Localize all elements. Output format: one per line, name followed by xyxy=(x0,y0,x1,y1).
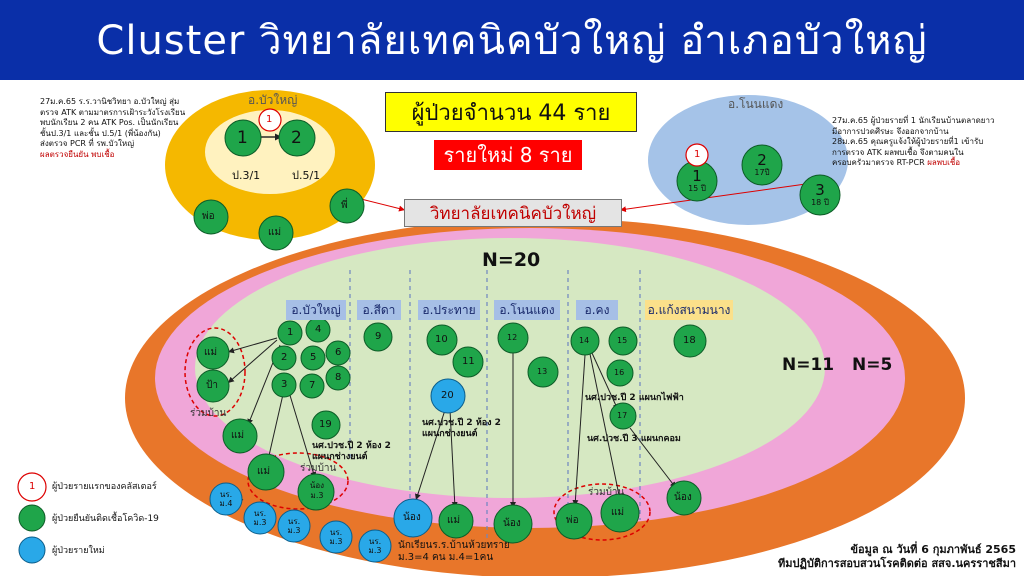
node-12: 12 xyxy=(507,333,518,342)
new-cases-box: รายใหม่ 8 ราย xyxy=(434,140,582,170)
node-mother-4: แม่ xyxy=(447,515,461,526)
node-student-m3-3: นร. ม.3 xyxy=(329,528,343,546)
total-cases-box: ผู้ป่วยจำนวน 44 ราย xyxy=(385,92,637,132)
node-7: 7 xyxy=(309,380,316,391)
node-2: 2 xyxy=(281,352,288,363)
node-mother-2: แม่ xyxy=(231,430,245,441)
node-10: 10 xyxy=(435,334,448,345)
node-tl-mother-label: แม่ xyxy=(268,227,282,238)
cohab-label-2: ร่วมบ้าน xyxy=(300,463,337,474)
new-case-node-20 xyxy=(430,378,466,414)
legend-new-label: ผู้ป่วยรายใหม่ xyxy=(52,546,105,556)
node-mother-1: แม่ xyxy=(204,347,218,358)
district-sida: อ.สีดา xyxy=(357,300,401,320)
count-n5: N=5 xyxy=(852,355,893,375)
legend-confirmed-icon xyxy=(18,504,46,532)
node-student-m3-1: นร. ม.3 xyxy=(253,509,267,527)
legend-first-icon xyxy=(17,472,47,502)
footer-date: ข้อมูล ณ วันที่ 6 กุมภาพันธ์ 2565 xyxy=(850,543,1016,556)
node-18: 18 xyxy=(683,335,696,346)
note-19: นศ.ปวช.ปี 2 ห้อง 2 แผนกช่างยนต์ xyxy=(312,441,391,462)
node-5: 5 xyxy=(310,352,317,363)
node-mother-5: แม่ xyxy=(611,507,625,518)
legend-first-label: ผู้ป่วยรายแรกของคลัสเตอร์ xyxy=(52,482,157,492)
first-case-marker xyxy=(258,108,282,132)
legend-confirmed-label: ผู้ป่วยยืนยันติดเชื้อโควิด-19 xyxy=(52,514,159,524)
cohab-group-left xyxy=(184,327,246,417)
node-younger-m3: น้อง ม.3 xyxy=(309,481,325,500)
node-tl-2 xyxy=(278,119,316,157)
node-student-m3-4: นร. ม.3 xyxy=(368,537,382,555)
node-4: 4 xyxy=(315,324,322,335)
node-15: 15 xyxy=(617,336,628,345)
node-1: 1 xyxy=(287,327,294,338)
node-tl-sibling xyxy=(329,188,365,224)
node-tl-1 xyxy=(224,119,262,157)
node-11: 11 xyxy=(462,356,475,367)
legend-first-number: 1 xyxy=(29,481,36,492)
node-student-m3-2: นร. ม.3 xyxy=(287,517,301,535)
node-19: 19 xyxy=(319,419,332,430)
district-prathai: อ.ประทาย xyxy=(418,300,480,320)
district-buayai: อ.บัวใหญ่ xyxy=(286,300,346,320)
school-label: นักเรียนร.ร.บ้านห้วยทราย ม.3=4 คน ม.4=1ค… xyxy=(398,540,510,563)
node-mother-3: แม่ xyxy=(257,466,271,477)
district-khong: อ.คง xyxy=(576,300,618,320)
node-tl-father xyxy=(193,199,229,235)
node-8: 8 xyxy=(335,372,342,383)
district-nondaeng: อ.โนนแดง xyxy=(494,300,560,320)
node-20: 20 xyxy=(441,390,454,401)
first-case-marker-tr xyxy=(685,143,709,167)
node-tl-1-label: 1 xyxy=(237,128,248,148)
node-tl-sibling-label: พี่ xyxy=(341,200,348,211)
node-14: 14 xyxy=(579,336,590,345)
node-student-m4: นร. ม.4 xyxy=(219,490,233,508)
count-n11: N=11 xyxy=(782,355,835,375)
node-tl-mother xyxy=(258,215,294,251)
legend-new-icon xyxy=(18,536,46,564)
top-left-note: 27ม.ค.65 ร.ร.วานิชวิทยา อ.บัวใหญ่ สุ่ม ต… xyxy=(40,97,186,159)
node-younger-1: น้อง xyxy=(403,512,421,523)
grade-label-2: ป.5/1 xyxy=(292,169,321,182)
node-aunt: ป้า xyxy=(206,380,218,391)
node-father: พ่อ xyxy=(566,515,579,526)
node-younger-2: น้อง xyxy=(503,518,521,529)
node-13: 13 xyxy=(537,367,548,376)
node-tl-2-label: 2 xyxy=(291,128,302,148)
node-younger-3: น้อง xyxy=(674,492,692,503)
node-3: 3 xyxy=(281,379,288,390)
node-9: 9 xyxy=(375,331,382,342)
first-case-number: 1 xyxy=(266,114,273,125)
note-20: นศ.ปวช.ปี 2 ห้อง 2 แผนกช่างยนต์ xyxy=(422,418,501,439)
grade-label-1: ป.3/1 xyxy=(232,169,261,182)
college-box: วิทยาลัยเทคนิคบัวใหญ่ xyxy=(404,199,622,227)
first-case-number-tr: 1 xyxy=(694,149,701,160)
node-tl-father-label: พ่อ xyxy=(202,211,215,222)
district-kaengsanamnang: อ.แก้งสนามนาง xyxy=(645,300,733,320)
top-right-note: 27ม.ค.65 ผู้ป่วยรายที่ 1 นักเรียนบ้านตลา… xyxy=(832,116,995,167)
node-6: 6 xyxy=(335,347,342,358)
cohab-label-3: ร่วมบ้าน xyxy=(588,487,625,498)
cohab-group-right xyxy=(553,483,651,541)
cohab-label-1: ร่วมบ้าน xyxy=(190,408,227,419)
footer-team: ทีมปฏิบัติการสอบสวนโรคติดต่อ สสจ.นครราชส… xyxy=(777,557,1016,570)
node-17: 17 xyxy=(617,411,628,420)
note-17: นศ.ปวช.ปี 3 แผนกคอม xyxy=(587,434,681,444)
top-left-district: อ.บัวใหญ่ xyxy=(248,93,298,107)
count-n20: N=20 xyxy=(482,249,541,271)
node-16: 16 xyxy=(614,368,625,377)
node-tr-3 xyxy=(799,174,841,216)
top-right-district: อ.โนนแดง xyxy=(728,97,784,111)
cohab-group-mid xyxy=(247,452,349,510)
note-16: นศ.ปวช.ปี 2 แผนกไฟฟ้า xyxy=(585,393,684,403)
node-tr-2 xyxy=(741,144,783,186)
page-title: Cluster วิทยาลัยเทคนิคบัวใหญ่ อำเภอบัวให… xyxy=(0,0,1024,80)
